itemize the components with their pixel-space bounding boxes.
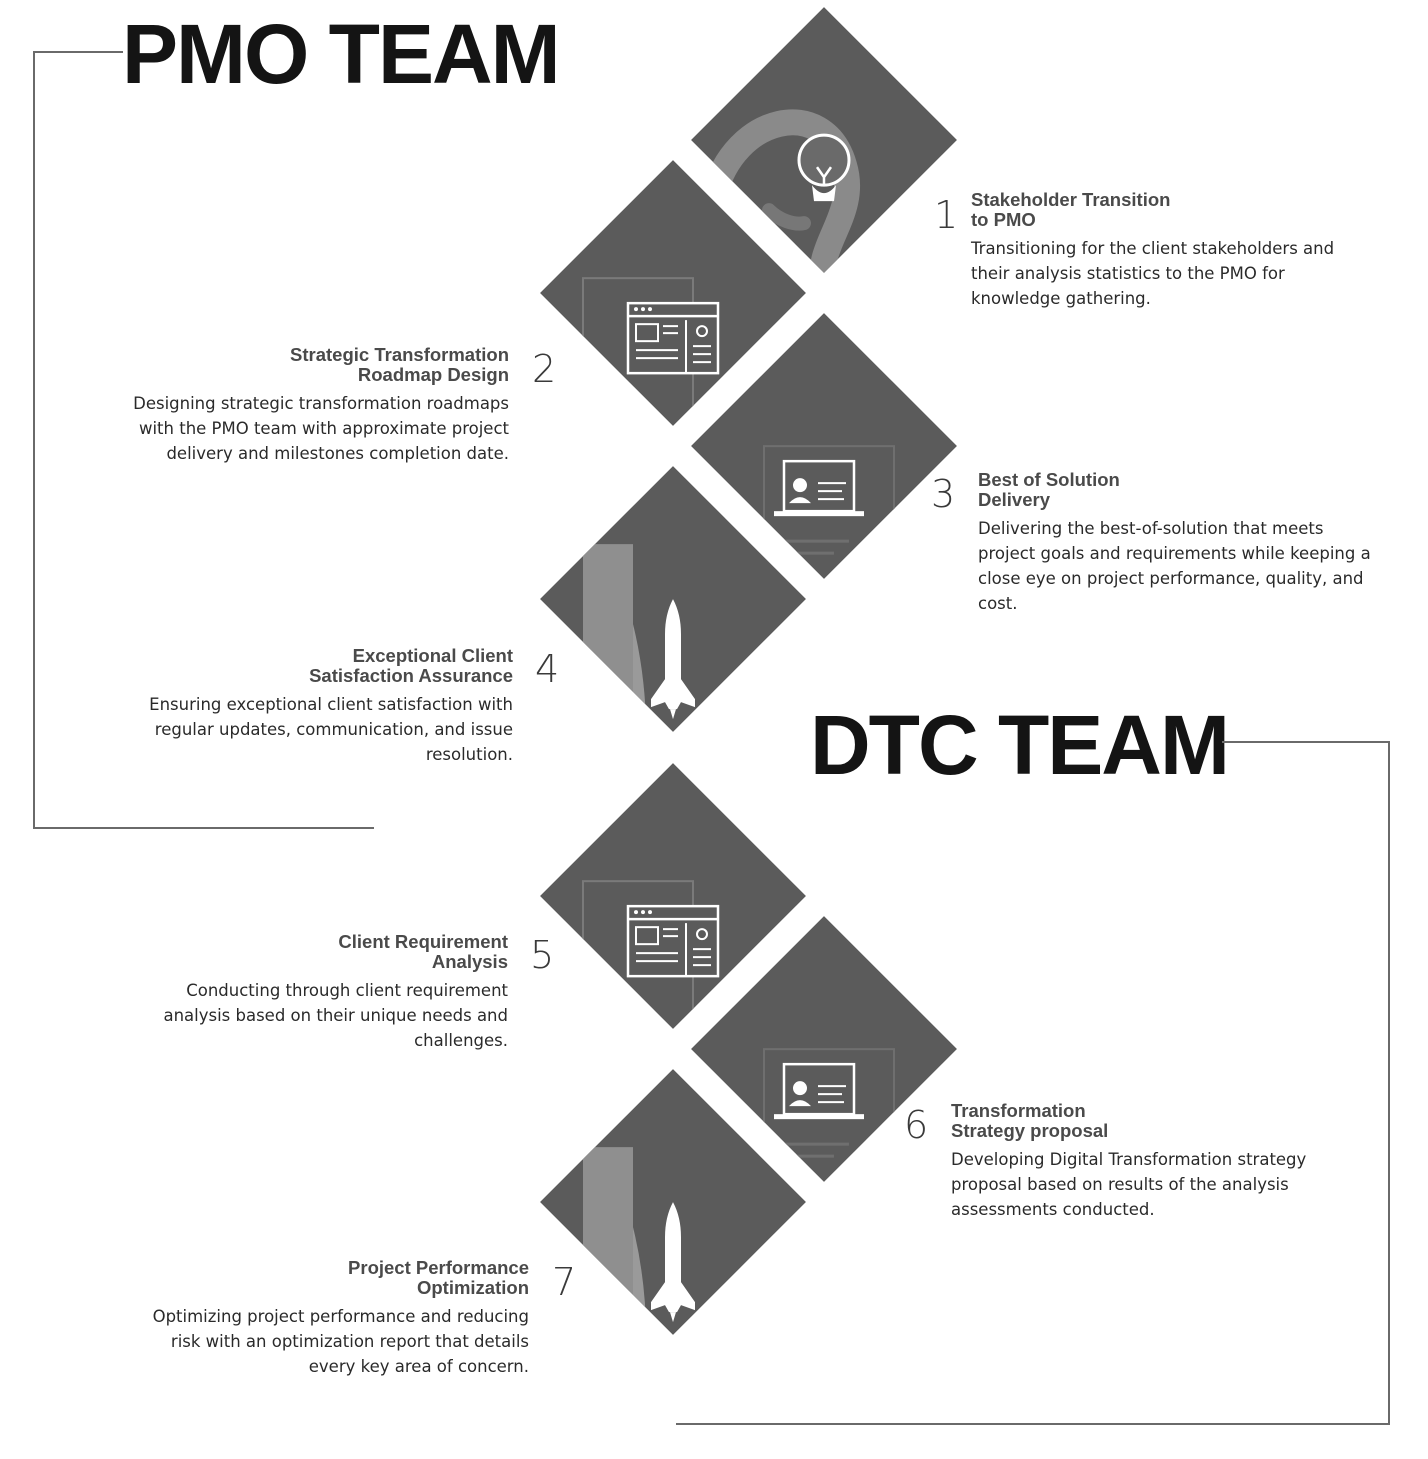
step-5-tile <box>540 763 806 1029</box>
step-6-description: Developing Digital Transformation strate… <box>951 1150 1307 1219</box>
step-6-text: Transformation Strategy proposal Develop… <box>951 1101 1371 1222</box>
step-2-title: Strategic Transformation Roadmap Design <box>290 344 509 385</box>
step-1-tile <box>691 7 957 273</box>
step-5-text: Client Requirement Analysis Conducting t… <box>88 932 508 1053</box>
step-1-description: Transitioning for the client stakeholder… <box>971 239 1335 308</box>
step-7-description: Optimizing project performance and reduc… <box>152 1307 529 1376</box>
step-4-text: Exceptional Client Satisfaction Assuranc… <box>93 646 513 767</box>
dtc-team-title: DTC TEAM <box>810 698 1230 792</box>
step-3-title: Best of Solution Delivery <box>978 469 1120 510</box>
step-1-text: Stakeholder Transition to PMO Transition… <box>971 190 1391 311</box>
step-5-title: Client Requirement Analysis <box>338 931 508 972</box>
step-4-title: Exceptional Client Satisfaction Assuranc… <box>309 645 513 686</box>
step-7-number: 7 <box>552 1260 577 1304</box>
browser-window-icon <box>582 880 720 1029</box>
step-5-number: 5 <box>530 933 555 977</box>
step-6-title: Transformation Strategy proposal <box>951 1100 1109 1141</box>
step-3-description: Delivering the best-of-solution that mee… <box>978 519 1371 613</box>
lightbulb-icon <box>701 109 861 273</box>
step-2-text: Strategic Transformation Roadmap Design … <box>88 345 509 466</box>
pmo-team-title: PMO TEAM <box>122 7 561 101</box>
step-7-text: Project Performance Optimization Optimiz… <box>108 1258 529 1379</box>
step-6-number: 6 <box>904 1103 929 1147</box>
step-2-number: 2 <box>532 347 557 391</box>
step-1-title: Stakeholder Transition to PMO <box>971 189 1171 230</box>
step-3-text: Best of Solution Delivery Delivering the… <box>978 470 1418 616</box>
step-7-title: Project Performance Optimization <box>348 1257 529 1298</box>
step-2-description: Designing strategic transformation roadm… <box>133 394 509 463</box>
step-4-number: 4 <box>535 647 560 691</box>
step-3-number: 3 <box>931 472 956 516</box>
step-5-description: Conducting through client requirement an… <box>163 981 508 1050</box>
step-4-description: Ensuring exceptional client satisfaction… <box>149 695 513 764</box>
step-1-number: 1 <box>934 193 959 237</box>
